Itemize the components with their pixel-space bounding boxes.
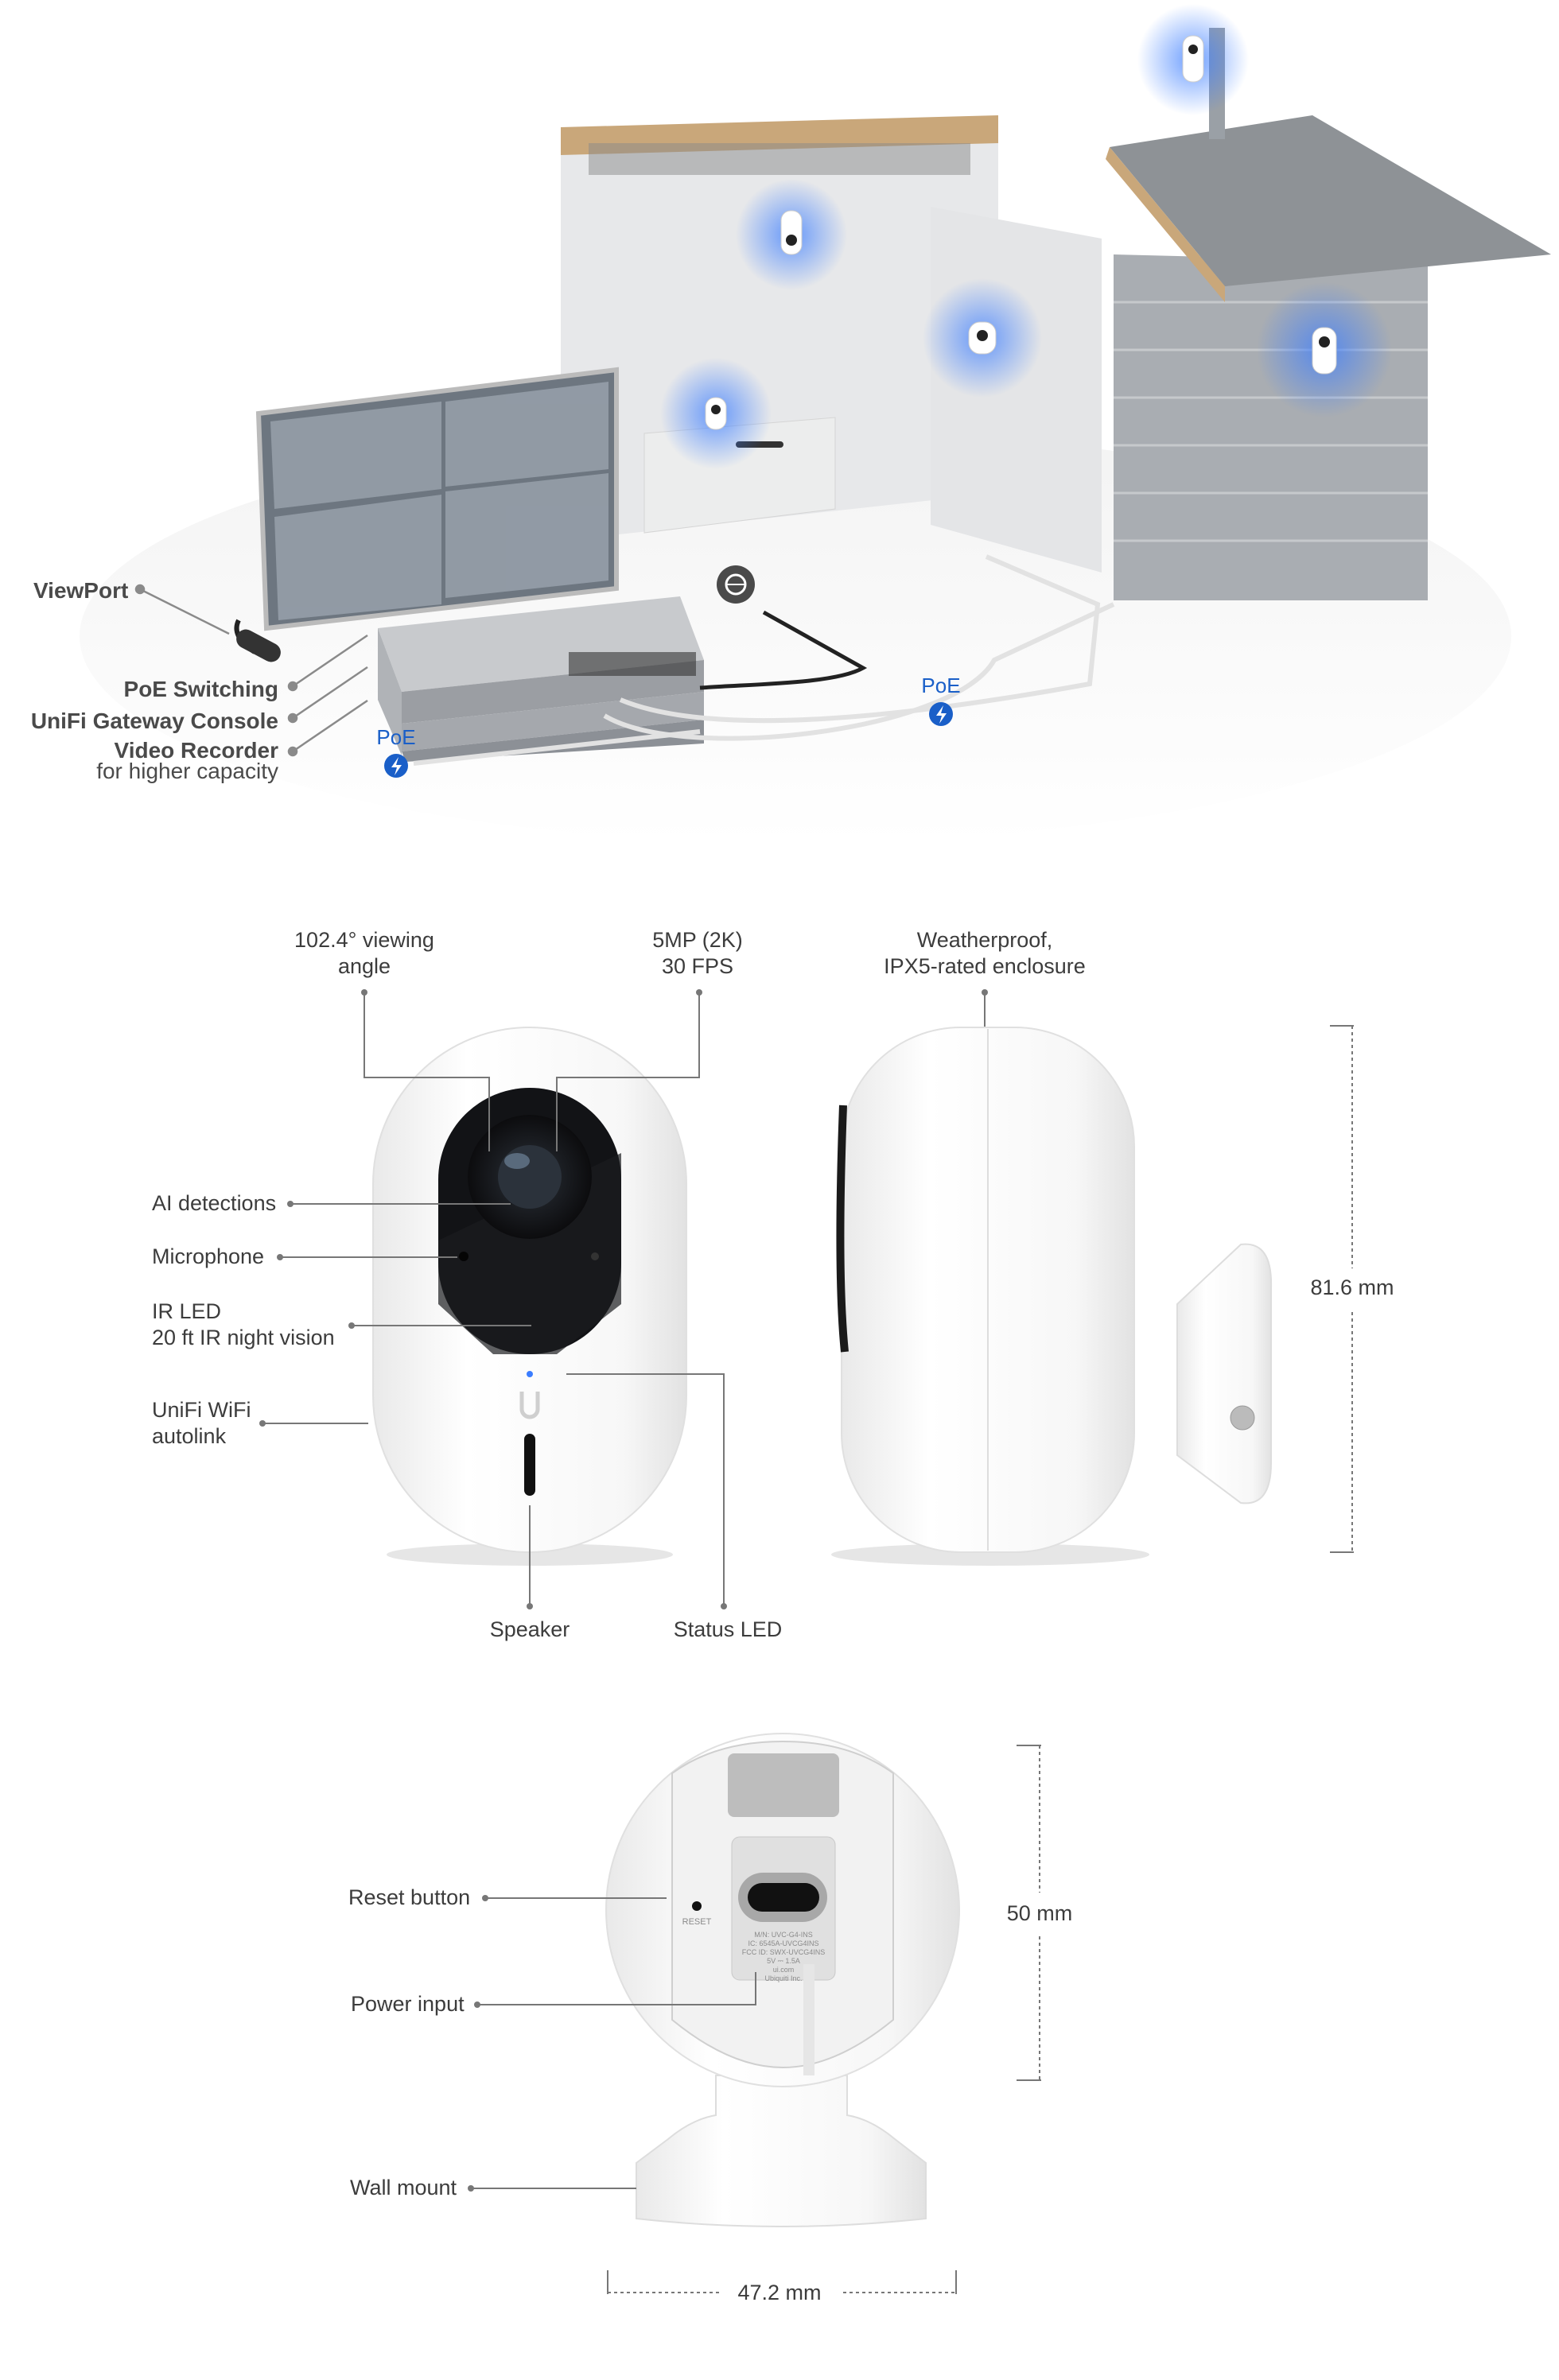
label-poe-switching: PoE Switching	[123, 677, 278, 701]
camera-side-view	[831, 1025, 1354, 1566]
camera-back-view	[468, 1733, 1041, 2294]
roof	[1110, 115, 1551, 286]
camera-wall	[923, 278, 1042, 398]
wall-mount-base	[636, 2075, 927, 2227]
label-gateway-console: UniFi Gateway Console	[30, 709, 278, 733]
wall-mount	[1176, 1243, 1273, 1504]
dimension-width: 47.2 mm	[737, 2281, 822, 2304]
poe-label: PoE	[376, 725, 416, 749]
label-status-led: Status LED	[673, 1617, 783, 1641]
poe-label: PoE	[921, 674, 961, 697]
poe-bolt-icon	[929, 702, 953, 726]
label-microphone: Microphone	[152, 1244, 265, 1268]
label-power-input: Power input	[351, 1992, 465, 2016]
camera-front-view	[259, 989, 988, 1609]
port-cover-flap	[728, 1753, 839, 1817]
label-video-recorder: Video Recorder for higher capacity	[96, 738, 278, 783]
brick-wall	[1114, 254, 1428, 600]
label-wall-mount: Wall mount	[350, 2176, 457, 2199]
label-speaker: Speaker	[489, 1617, 570, 1641]
usb-c-port	[748, 1883, 819, 1912]
speaker-grille	[524, 1434, 535, 1496]
reset-marking: RESET	[682, 1917, 712, 1927]
camera-ceiling	[736, 179, 847, 290]
dimension-height: 81.6 mm	[1310, 1275, 1394, 1299]
ubiquiti-logo	[519, 1392, 540, 1419]
camera-outdoor-wall	[1257, 282, 1392, 417]
label-reset-button: Reset button	[348, 1885, 471, 1909]
device-stack	[378, 596, 704, 762]
camera-pole	[1137, 4, 1249, 115]
product-label: M/N: UVC-G4-INS IC: 6545A-UVCG4INS FCC I…	[741, 1931, 826, 1982]
camera-desk	[660, 358, 772, 469]
label-viewport: ViewPort	[33, 578, 129, 603]
microphone-hole	[459, 1252, 468, 1261]
label-ai-detections: AI detections	[152, 1191, 277, 1215]
status-led	[527, 1371, 533, 1377]
network-scene	[80, 4, 1551, 843]
label-resolution: 5MP (2K)30 FPS	[652, 928, 743, 978]
dimension-depth: 50 mm	[1006, 1901, 1073, 1925]
poe-bolt-icon	[384, 754, 408, 778]
viewport-device	[236, 629, 281, 662]
label-weatherproof: Weatherproof,IPX5-rated enclosure	[884, 928, 1086, 978]
reset-button	[692, 1901, 702, 1911]
